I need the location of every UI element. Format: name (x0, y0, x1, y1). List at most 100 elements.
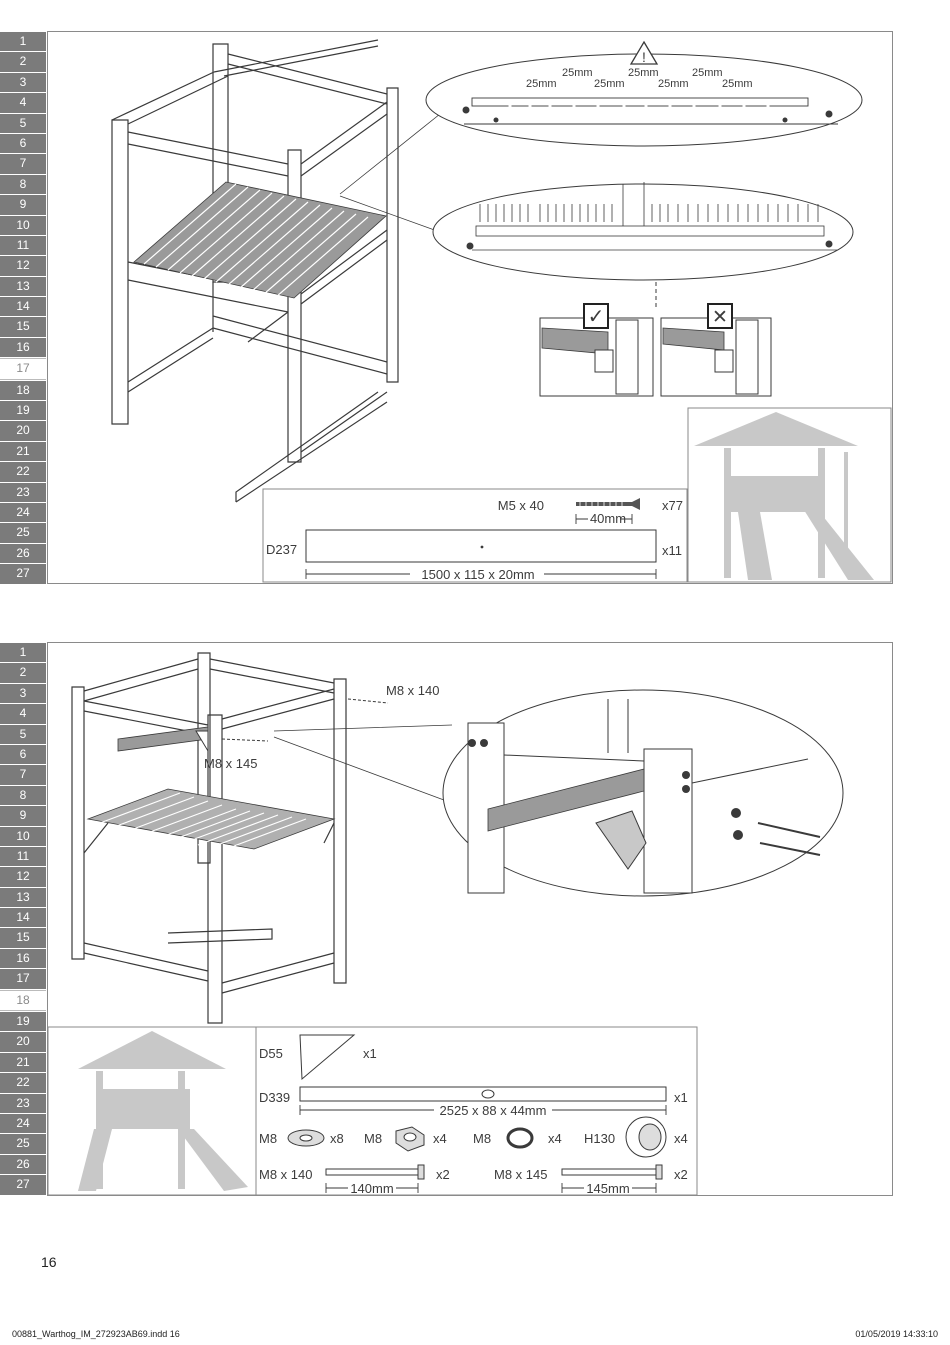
warning-icon (629, 40, 659, 65)
beam-label: D339 (259, 1090, 290, 1105)
bolt145-label: M8 x 145 (494, 1167, 547, 1182)
step-tab-5: 5 (0, 724, 46, 744)
spring-washer-label: M8 (473, 1131, 491, 1146)
wrong-symbol: ✕ (712, 307, 728, 328)
step-tab-7: 7 (0, 154, 46, 174)
page-number: 16 (41, 1254, 57, 1270)
washer-label: M8 (259, 1131, 277, 1146)
bolt140-icon (325, 1164, 425, 1193)
spacing-label: 25mm (526, 78, 557, 90)
spacing-label: 25mm (692, 67, 723, 79)
spacing-label: 25mm (594, 78, 625, 90)
step-tab-19: 19 (0, 401, 46, 421)
step-tab-23: 23 (0, 1093, 46, 1113)
washer-qty: x8 (330, 1131, 344, 1146)
step-tab-6: 6 (0, 744, 46, 765)
spring-washer-qty: x4 (548, 1131, 562, 1146)
callout-bolt-a: M8 x 140 (386, 683, 439, 698)
beam-qty: x1 (674, 1090, 688, 1105)
board-label: D237 (266, 542, 297, 557)
step-tab-11: 11 (0, 846, 46, 867)
step-tab-17: 17 (0, 358, 46, 380)
step-tab-25: 25 (0, 523, 46, 543)
step-tab-16: 16 (0, 948, 46, 969)
spring-washer-icon (506, 1127, 534, 1149)
spacing-label: 25mm (562, 67, 593, 79)
step-tab-27: 27 (0, 1175, 46, 1195)
bolt145-icon (561, 1164, 663, 1193)
step-tab-7: 7 (0, 765, 46, 785)
cap-label: H130 (584, 1131, 615, 1146)
step-tab-10: 10 (0, 215, 46, 235)
bolt140-qty: x2 (436, 1167, 450, 1182)
step-tab-18: 18 (0, 989, 46, 1012)
corner-plate-icon (595, 810, 647, 870)
spacing-label: 25mm (722, 78, 753, 90)
step-tab-6: 6 (0, 133, 46, 154)
step-tab-13: 13 (0, 887, 46, 908)
step-tab-14: 14 (0, 908, 46, 928)
step-tab-1: 1 (0, 32, 46, 52)
warning-symbol: ! (642, 49, 646, 65)
bolt145-length: 145mm (586, 1181, 629, 1196)
bolt-cap-icon (625, 1116, 667, 1158)
nut-qty: x4 (433, 1131, 447, 1146)
step-tab-4: 4 (0, 93, 46, 113)
board-qty: x11 (662, 543, 682, 558)
screw-length: 40mm (590, 511, 626, 526)
step-tab-1: 1 (0, 643, 46, 663)
step-tab-23: 23 (0, 482, 46, 502)
bolt140-label: M8 x 140 (259, 1167, 312, 1182)
footer-file: 00881_Warthog_IM_272923AB69.indd 16 (12, 1329, 180, 1339)
step-tab-15: 15 (0, 928, 46, 948)
nut-icon (395, 1126, 425, 1152)
correct-check-icon (583, 303, 609, 329)
step-tab-3: 3 (0, 683, 46, 704)
step-tab-15: 15 (0, 317, 46, 337)
screw-icon (575, 498, 640, 524)
step-tab-27: 27 (0, 564, 46, 584)
cap-qty: x4 (674, 1131, 688, 1146)
step-tab-22: 22 (0, 1073, 46, 1093)
step-tab-2: 2 (0, 52, 46, 72)
step-tab-17: 17 (0, 969, 46, 989)
plate-icon (299, 1034, 356, 1081)
nut-label: M8 (364, 1131, 382, 1146)
plate-label: D55 (259, 1046, 283, 1061)
step-tab-2: 2 (0, 663, 46, 683)
step-tab-14: 14 (0, 297, 46, 317)
step-tab-4: 4 (0, 704, 46, 724)
step-tab-24: 24 (0, 502, 46, 523)
correct-symbol: ✓ (588, 306, 605, 328)
screw-qty: x77 (662, 498, 683, 513)
spacing-label: 25mm (658, 78, 689, 90)
step-tab-18: 18 (0, 380, 46, 401)
step-tab-26: 26 (0, 1154, 46, 1175)
plate-qty: x1 (363, 1046, 377, 1061)
step-tab-21: 21 (0, 441, 46, 462)
step-tab-3: 3 (0, 72, 46, 93)
callout-bolt-b: M8 x 145 (204, 756, 257, 771)
step-tab-20: 20 (0, 1032, 46, 1052)
board-dims: 1500 x 115 x 20mm (421, 567, 534, 582)
step-tab-9: 9 (0, 195, 46, 215)
step-tab-20: 20 (0, 421, 46, 441)
screw-label: M5 x 40 (498, 498, 544, 513)
step-tab-21: 21 (0, 1052, 46, 1073)
step-tab-11: 11 (0, 235, 46, 256)
step-18-illustration: M8 x 140 M8 x 145 (47, 652, 844, 1196)
bolt140-length: 140mm (350, 1181, 393, 1196)
spacing-label: 25mm (628, 67, 659, 79)
step-tab-8: 8 (0, 174, 46, 195)
step-tab-10: 10 (0, 826, 46, 846)
footer-date: 01/05/2019 14:33:10 (855, 1329, 938, 1339)
step-tab-12: 12 (0, 867, 46, 887)
step-tab-22: 22 (0, 462, 46, 482)
step-tab-12: 12 (0, 256, 46, 276)
step-tab-5: 5 (0, 113, 46, 133)
step-tab-26: 26 (0, 543, 46, 564)
